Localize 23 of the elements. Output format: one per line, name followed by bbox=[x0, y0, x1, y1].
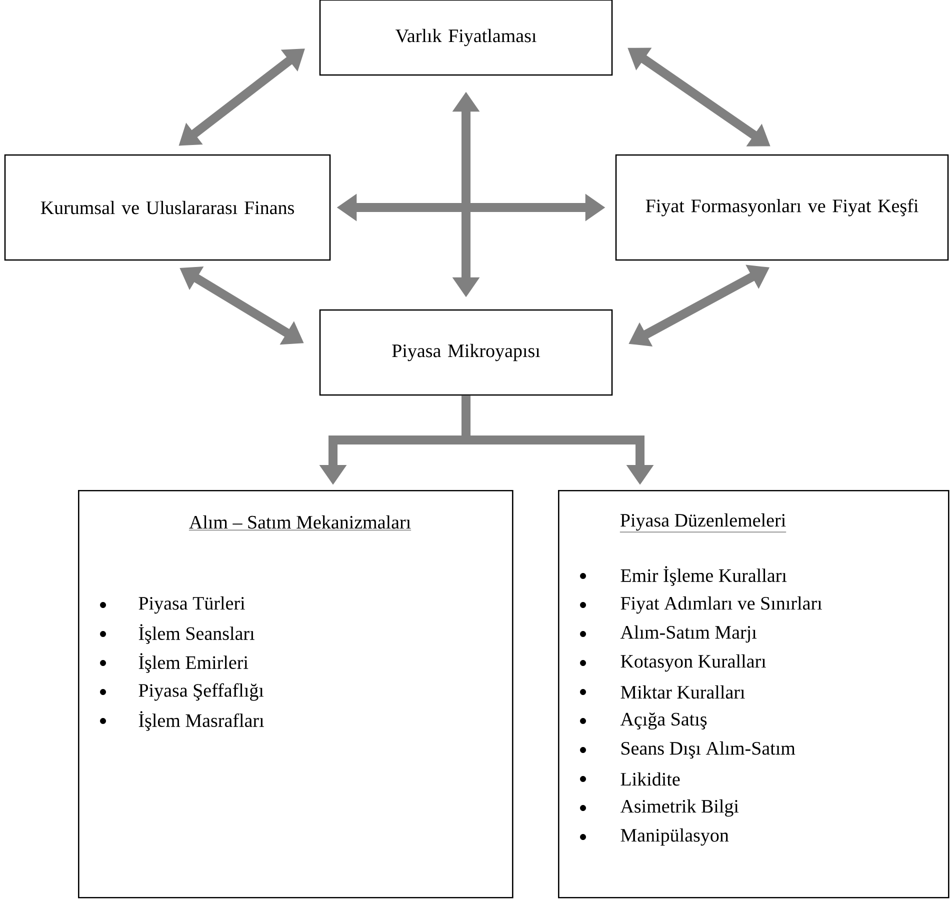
section-heading: Piyasa Düzenlemeleri bbox=[620, 513, 786, 532]
list-item: Açığa Satış bbox=[620, 712, 707, 730]
list-item: Alım-Satım Marjı bbox=[620, 625, 757, 643]
list-item: Fiyat Adımları ve Sınırları bbox=[620, 596, 822, 614]
list-item: İşlem Masrafları bbox=[138, 711, 264, 731]
list-item: Manipülasyon bbox=[620, 828, 729, 846]
list-item: Seans Dışı Alım-Satım bbox=[621, 741, 796, 759]
list-item: İşlem Emirleri bbox=[138, 653, 248, 673]
text-box: Fiyat Formasyonları ve Fiyat Keşfi bbox=[615, 154, 949, 261]
list-item: İşlem Seansları bbox=[138, 624, 254, 644]
list-item: Kotasyon Kuralları bbox=[620, 654, 766, 672]
list-box bbox=[558, 490, 950, 898]
list-item: Asimetrik Bilgi bbox=[620, 799, 739, 817]
text-box: Piyasa Mikroyapısı bbox=[319, 309, 613, 396]
list-item: Piyasa Şeffaflığı bbox=[138, 683, 264, 701]
text-box: Kurumsal ve Uluslararası Finans bbox=[4, 154, 331, 261]
list-box bbox=[78, 490, 514, 898]
list-item: Miktar Kuralları bbox=[620, 685, 745, 699]
section-heading: Alım – Satım Mekanizmaları bbox=[188, 515, 412, 530]
list-item: Likidite bbox=[620, 772, 680, 786]
text-box: Varlık Fiyatlaması bbox=[319, 0, 613, 76]
list-item: Emir İşleme Kuralları bbox=[620, 566, 787, 586]
list-item: Piyasa Türleri bbox=[138, 596, 245, 614]
